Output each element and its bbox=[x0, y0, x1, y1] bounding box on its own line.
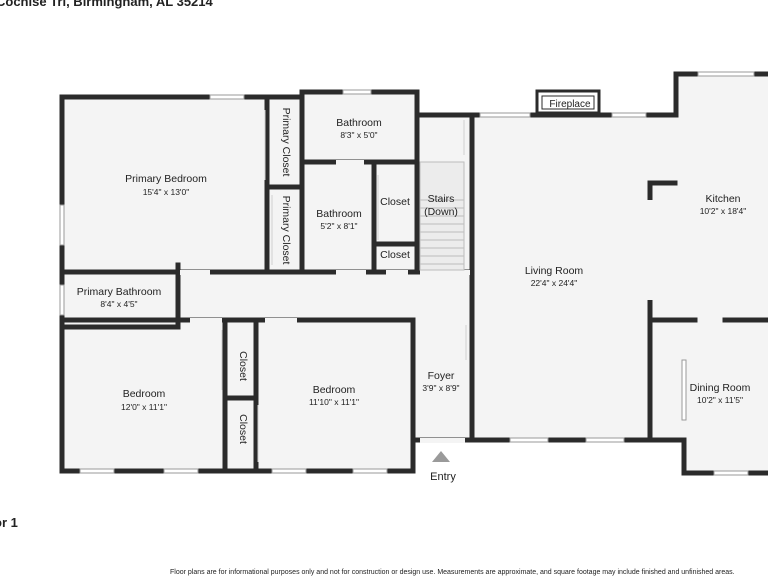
primary-bedroom-name: Primary Bedroom bbox=[125, 173, 207, 185]
doorways bbox=[180, 160, 654, 443]
kitchen-name: Kitchen bbox=[705, 193, 740, 205]
room-labels: Primary Bedroom 15'4" x 13'0" Primary Cl… bbox=[77, 108, 751, 444]
fireplace-label: Fireplace bbox=[549, 99, 591, 110]
primary-bathroom-name: Primary Bathroom bbox=[77, 286, 162, 298]
bedroom-1-name: Bedroom bbox=[123, 388, 166, 400]
stairs bbox=[419, 161, 465, 271]
foyer-name: Foyer bbox=[428, 370, 455, 382]
closet-1-name: Closet bbox=[380, 196, 410, 208]
stairs-name-line2: (Down) bbox=[424, 206, 458, 218]
disclaimer: Floor plans are for informational purpos… bbox=[170, 569, 735, 576]
entry-label: Entry bbox=[430, 471, 456, 483]
bathroom-2-dim: 5'2" x 8'1" bbox=[320, 221, 357, 231]
foyer-dim: 3'9" x 8'9" bbox=[422, 383, 459, 393]
living-room-dim: 22'4" x 24'4" bbox=[531, 278, 578, 288]
primary-closet-2-name: Primary Closet bbox=[280, 196, 292, 265]
closet-3-name: Closet bbox=[237, 351, 249, 381]
bathroom-2-name: Bathroom bbox=[316, 208, 362, 220]
primary-closet-1-name: Primary Closet bbox=[280, 108, 292, 177]
door-lines bbox=[221, 110, 467, 462]
windows bbox=[59, 71, 755, 476]
living-room-name: Living Room bbox=[525, 265, 584, 277]
bedroom-2-dim: 11'10" x 11'1" bbox=[309, 397, 359, 407]
bathroom-1-name: Bathroom bbox=[336, 117, 382, 129]
floor-label: or 1 bbox=[0, 515, 18, 530]
dining-room-dim: 10'2" x 11'5" bbox=[697, 395, 743, 405]
primary-bedroom-dim: 15'4" x 13'0" bbox=[143, 187, 190, 197]
dining-room-name: Dining Room bbox=[690, 382, 751, 394]
bathroom-1-dim: 8'3" x 5'0" bbox=[340, 130, 377, 140]
closet-4-name: Closet bbox=[237, 414, 249, 444]
stairs-name-line1: Stairs bbox=[428, 193, 455, 205]
entry-arrow-icon bbox=[432, 451, 450, 462]
primary-bathroom-dim: 8'4" x 4'5" bbox=[100, 299, 137, 309]
closet-2-name: Closet bbox=[380, 249, 410, 261]
address-header: Cochise Trl, Birmingham, AL 35214 bbox=[0, 0, 213, 9]
kitchen-dim: 10'2" x 18'4" bbox=[700, 206, 747, 216]
bedroom-2-name: Bedroom bbox=[313, 384, 356, 396]
bedroom-1-dim: 12'0" x 11'1" bbox=[121, 402, 167, 412]
fireplace: Fireplace bbox=[535, 89, 601, 115]
